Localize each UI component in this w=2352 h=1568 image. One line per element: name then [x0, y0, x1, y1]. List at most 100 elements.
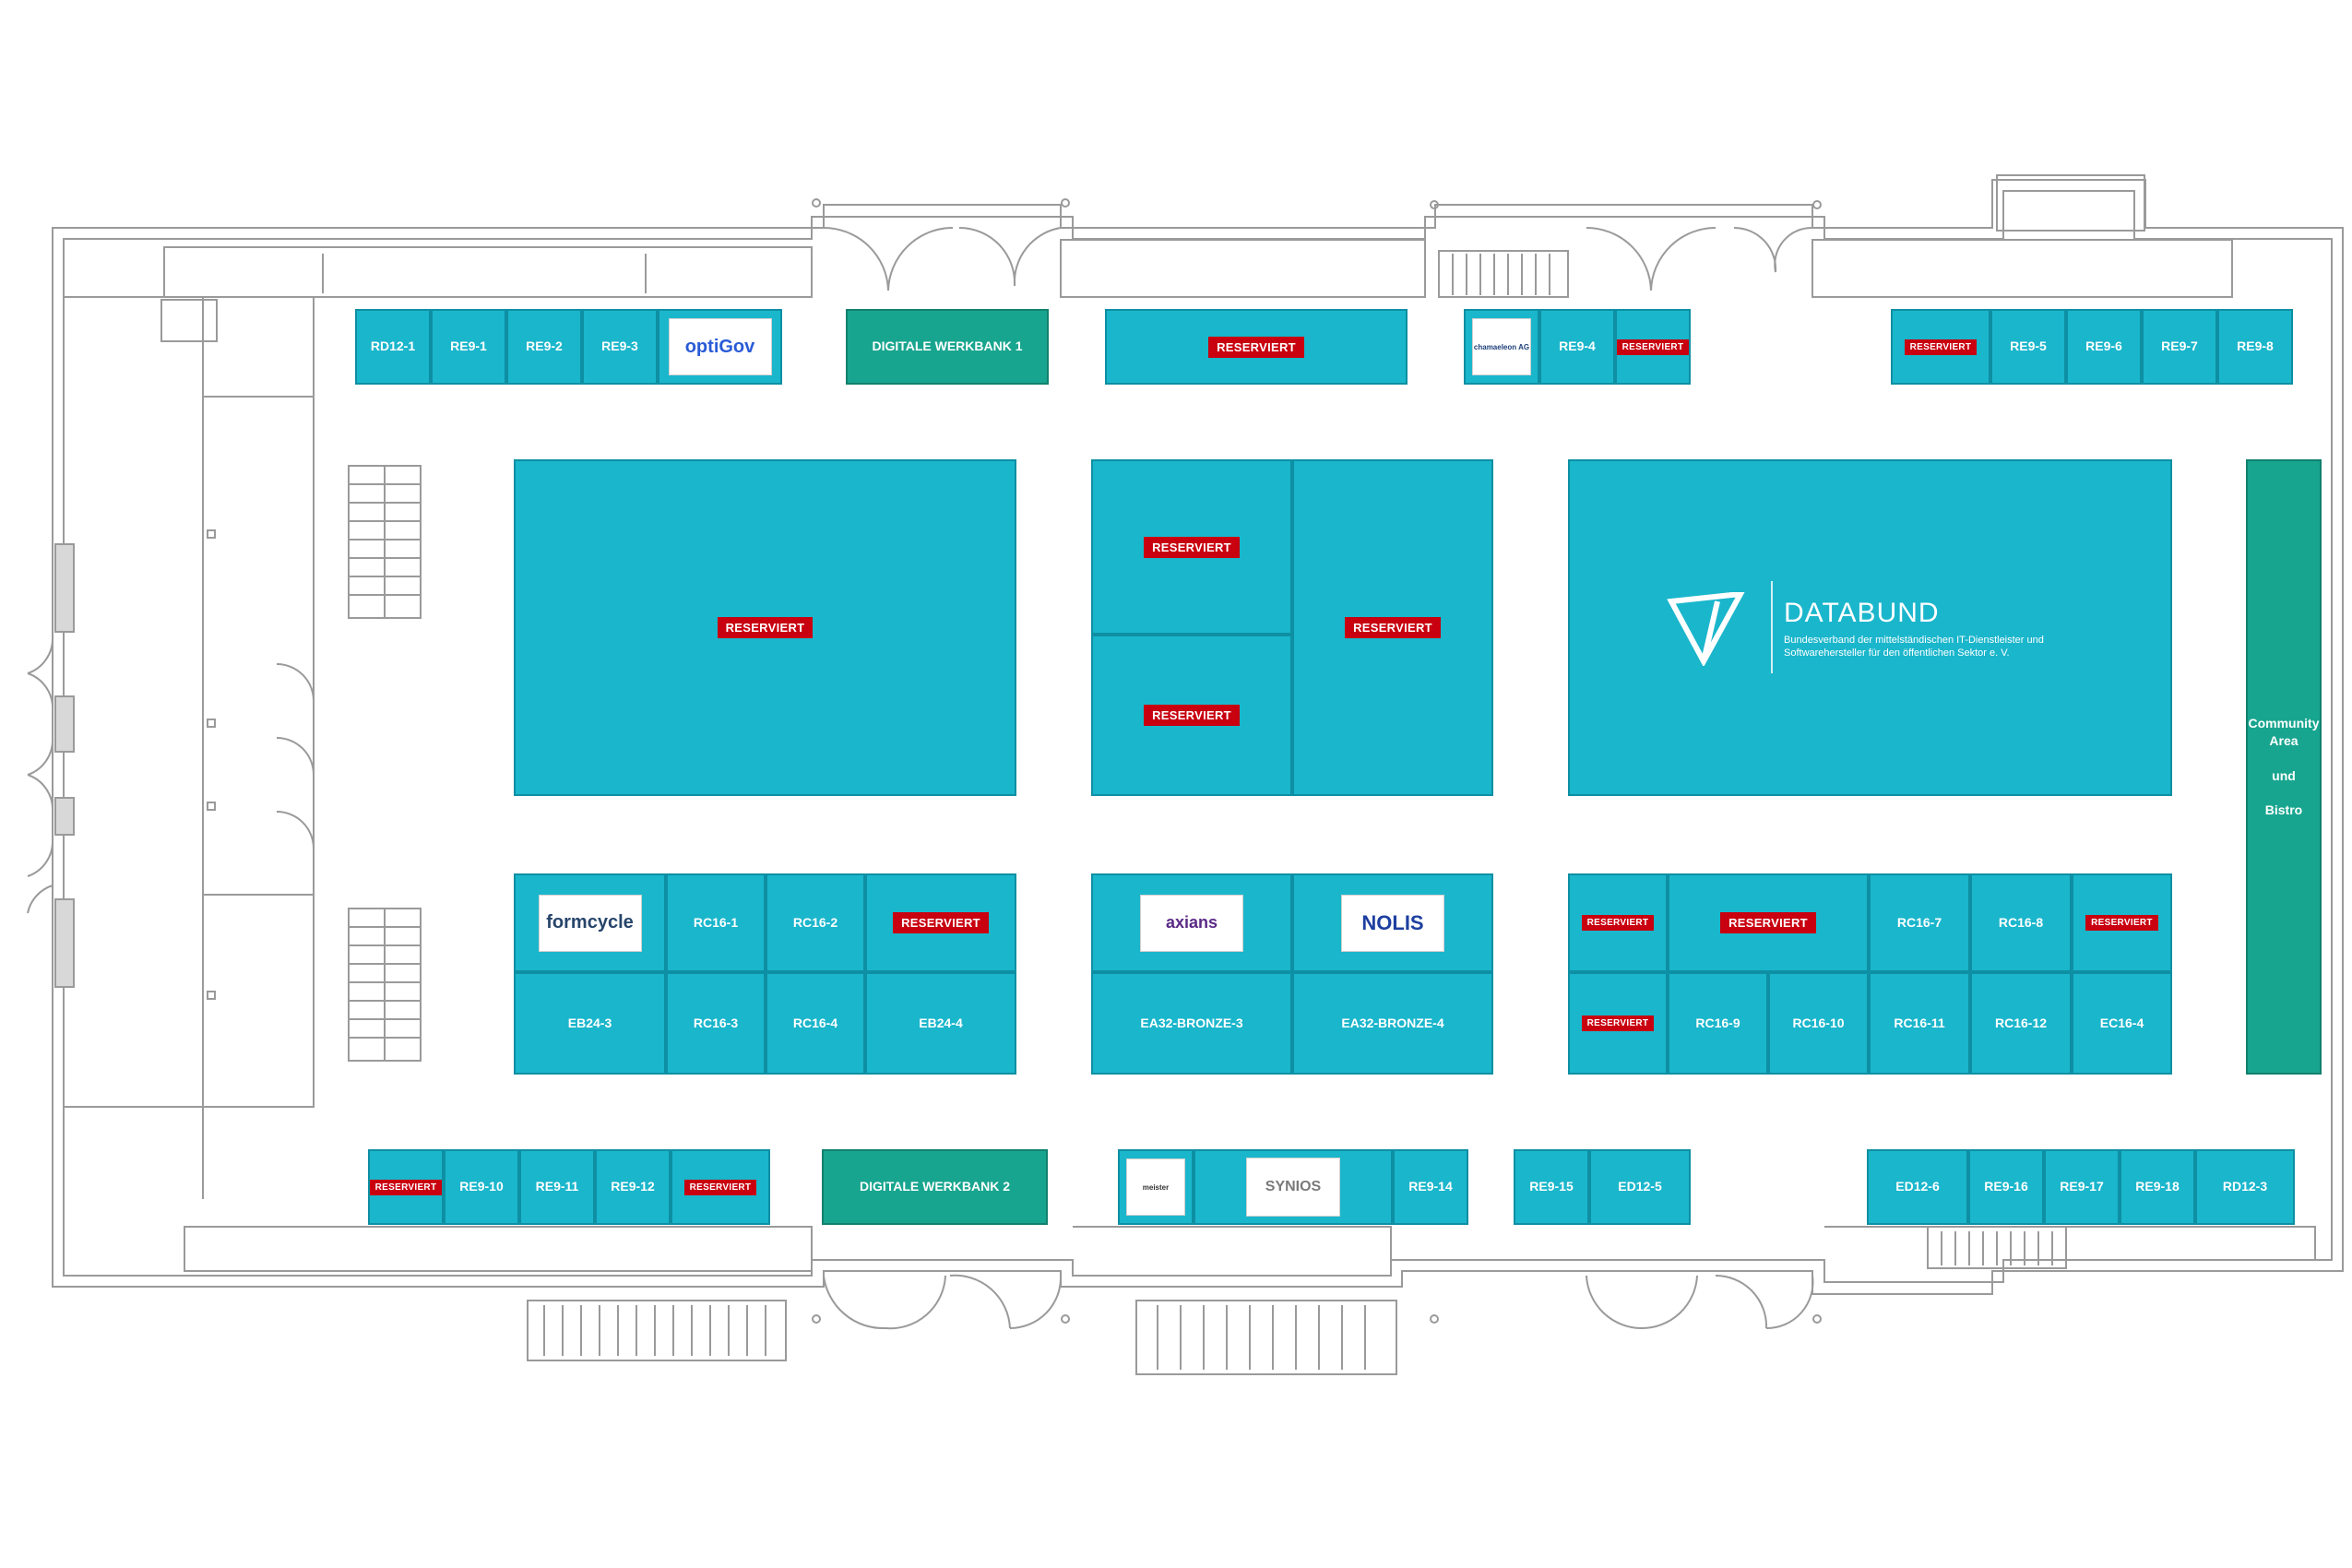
booth-re9-16[interactable]: RE9-16 [1968, 1149, 2044, 1225]
booth-rc16-7[interactable]: RC16-7 [1869, 873, 1970, 972]
booth-res-c2[interactable]: RESERVIERT [1668, 873, 1869, 972]
booth-label: RE9-1 [450, 339, 487, 354]
booth-rc16-10[interactable]: RC16-10 [1768, 972, 1869, 1075]
booth-dw2[interactable]: DIGITALE WERKBANK 2 [822, 1149, 1048, 1225]
booth-mid-c[interactable]: RESERVIERT [1292, 459, 1493, 796]
booth-label: RC16-8 [1998, 914, 2044, 930]
booth-label: ED12-6 [1895, 1179, 1940, 1194]
formcycle-logo-text: formcycle [546, 912, 634, 932]
booth-rc16-2[interactable]: RC16-2 [766, 873, 865, 972]
booth-rc16-3[interactable]: RC16-3 [666, 972, 766, 1075]
booth-re9-4[interactable]: RE9-4 [1539, 309, 1615, 385]
booth-label: RC16-10 [1792, 1015, 1845, 1030]
booth-optigov[interactable]: optiGov [658, 309, 782, 385]
synios-logo: SYNIOS [1246, 1158, 1340, 1217]
databund-logo-icon [1667, 592, 1745, 666]
booth-res-top-1[interactable]: RESERVIERT [1105, 309, 1408, 385]
booth-re9-14[interactable]: RE9-14 [1393, 1149, 1468, 1225]
chamaeleon-logo-text: chamaeleon AG [1473, 342, 1530, 351]
booth-re9-10[interactable]: RE9-10 [444, 1149, 519, 1225]
booth-ea32-3[interactable]: EA32-BRONZE-3 [1091, 972, 1292, 1075]
booth-re9-2[interactable]: RE9-2 [506, 309, 582, 385]
booth-community[interactable]: Community Area und Bistro [2246, 459, 2322, 1075]
booth-re9-3[interactable]: RE9-3 [582, 309, 658, 385]
booth-re9-17[interactable]: RE9-17 [2044, 1149, 2120, 1225]
booth-mid-a[interactable]: RESERVIERT [1091, 459, 1292, 635]
booth-rd12-1[interactable]: RD12-1 [355, 309, 431, 385]
booth-label: DIGITALE WERKBANK 2 [859, 1179, 1011, 1194]
booth-re9-5[interactable]: RE9-5 [1990, 309, 2066, 385]
booth-re9-15[interactable]: RE9-15 [1514, 1149, 1589, 1225]
booth-res-b1[interactable]: RESERVIERT [865, 873, 1016, 972]
booth-res-bot-2[interactable]: RESERVIERT [671, 1149, 770, 1225]
booth-big-1[interactable]: RESERVIERT [514, 459, 1016, 796]
booth-ec16-4[interactable]: EC16-4 [2072, 972, 2172, 1075]
booth-chamaeleon[interactable]: chamaeleon AG [1464, 309, 1539, 385]
booth-eb24-3[interactable]: EB24-3 [514, 972, 666, 1075]
booth-rc16-1[interactable]: RC16-1 [666, 873, 766, 972]
booth-label: RE9-7 [2161, 339, 2198, 354]
booth-meister[interactable]: meister [1118, 1149, 1194, 1225]
booth-label: EB24-4 [919, 1015, 963, 1030]
reserved-badge: RESERVIERT [893, 912, 989, 933]
meister-logo-text: meister [1142, 1182, 1170, 1192]
nolis-logo: NOLIS [1341, 894, 1444, 952]
booth-label: RE9-6 [2085, 339, 2122, 354]
optigov-logo: optiGov [668, 318, 772, 375]
booth-dw1[interactable]: DIGITALE WERKBANK 1 [846, 309, 1049, 385]
synios-logo-text: SYNIOS [1265, 1179, 1322, 1194]
booth-re9-1[interactable]: RE9-1 [431, 309, 506, 385]
axians-logo-text: axians [1165, 913, 1218, 932]
booth-res-c4[interactable]: RESERVIERT [1568, 972, 1668, 1075]
booth-axians[interactable]: axians [1091, 873, 1292, 972]
booth-eb24-4[interactable]: EB24-4 [865, 972, 1016, 1075]
booth-label: RE9-12 [611, 1179, 655, 1194]
booth-res-top-3[interactable]: RESERVIERT [1891, 309, 1990, 385]
databund-name: DATABUND [1784, 598, 1940, 628]
booth-label: DIGITALE WERKBANK 1 [872, 339, 1023, 354]
booth-label: RD12-1 [370, 339, 416, 354]
booth-re9-18[interactable]: RE9-18 [2120, 1149, 2195, 1225]
booth-label: RC16-3 [693, 1015, 739, 1030]
reserved-badge: RESERVIERT [1720, 912, 1816, 933]
booth-label: RC16-1 [693, 914, 739, 930]
booth-re9-7[interactable]: RE9-7 [2142, 309, 2217, 385]
booth-ed12-5[interactable]: ED12-5 [1589, 1149, 1691, 1225]
axians-logo: axians [1140, 894, 1243, 952]
booth-label: RE9-8 [2237, 339, 2274, 354]
booth-rc16-9[interactable]: RC16-9 [1668, 972, 1768, 1075]
booth-rc16-4[interactable]: RC16-4 [766, 972, 865, 1075]
booth-res-c3[interactable]: RESERVIERT [2072, 873, 2172, 972]
booth-label: RC16-2 [792, 914, 838, 930]
booth-rc16-8[interactable]: RC16-8 [1970, 873, 2072, 972]
booth-mid-b[interactable]: RESERVIERT [1091, 635, 1292, 796]
chamaeleon-logo: chamaeleon AG [1472, 318, 1531, 375]
booth-nolis[interactable]: NOLIS [1292, 873, 1493, 972]
booth-re9-6[interactable]: RE9-6 [2066, 309, 2142, 385]
databund-tagline: Bundesverband der mittelständischen IT-D… [1784, 635, 2044, 659]
booth-re9-12[interactable]: RE9-12 [595, 1149, 671, 1225]
reserved-badge: RESERVIERT [1581, 1016, 1655, 1031]
booth-re9-8[interactable]: RE9-8 [2217, 309, 2293, 385]
booth-rc16-12[interactable]: RC16-12 [1970, 972, 2072, 1075]
booth-label: RE9-16 [1984, 1179, 2028, 1194]
booth-res-top-2[interactable]: RESERVIERT [1615, 309, 1691, 385]
booth-label: RC16-12 [1994, 1015, 2048, 1030]
booth-ed12-6[interactable]: ED12-6 [1867, 1149, 1968, 1225]
booth-formcycle[interactable]: formcycle [514, 873, 666, 972]
booth-ea32-4[interactable]: EA32-BRONZE-4 [1292, 972, 1493, 1075]
booth-synios[interactable]: SYNIOS [1194, 1149, 1393, 1225]
booth-rc16-11[interactable]: RC16-11 [1869, 972, 1970, 1075]
databund-divider [1771, 581, 1773, 673]
booth-res-bot-1[interactable]: RESERVIERT [368, 1149, 444, 1225]
booth-re9-11[interactable]: RE9-11 [519, 1149, 595, 1225]
booth-label: RE9-17 [2060, 1179, 2104, 1194]
reserved-badge: RESERVIERT [683, 1179, 757, 1195]
booth-rd12-3[interactable]: RD12-3 [2195, 1149, 2295, 1225]
booth-label: RE9-4 [1559, 339, 1596, 354]
booth-label: EA32-BRONZE-3 [1140, 1015, 1243, 1030]
booth-res-c1[interactable]: RESERVIERT [1568, 873, 1668, 972]
booth-label: Community Area und Bistro [2248, 715, 2320, 818]
booth-databund[interactable]: DATABUND Bundesverband der mittelständisc… [1568, 459, 2172, 796]
